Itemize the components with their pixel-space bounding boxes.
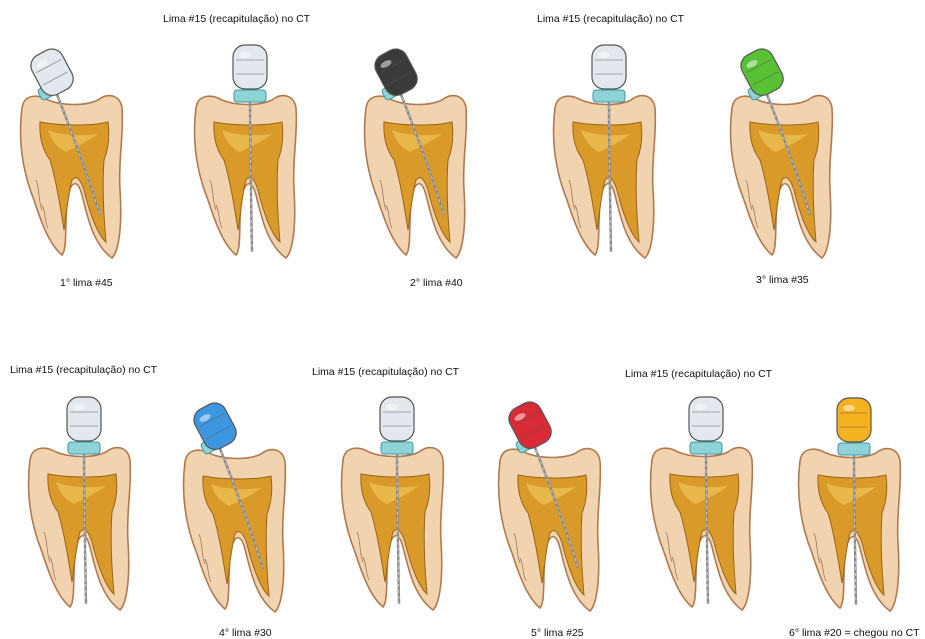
file-handle	[233, 45, 267, 89]
handle-body	[67, 397, 101, 441]
tooth-11-file-20	[790, 378, 910, 618]
recap-label-bottom-2: Lima #15 (recapitulação) no CT	[312, 366, 459, 378]
tooth-drawing	[731, 45, 833, 258]
handle-shine	[386, 404, 398, 410]
tooth-drawing	[651, 397, 753, 610]
tooth-5-file-35	[722, 22, 842, 265]
tooth-3-file-40	[356, 20, 476, 265]
tooth-8-recap	[333, 382, 453, 617]
step-5-label: 5° lima #25	[531, 627, 584, 639]
tooth-9-file-25	[490, 378, 610, 618]
step-1-label: 1° lima #45	[60, 277, 113, 289]
tooth-7-file-30	[175, 374, 295, 619]
tooth-drawing	[29, 397, 131, 610]
rubber-stop-ring	[381, 442, 413, 454]
tooth-drawing	[799, 398, 901, 611]
file-handle	[27, 45, 78, 100]
handle-shine	[695, 404, 707, 410]
handle-shine	[843, 405, 855, 411]
rubber-stop-ring	[234, 90, 266, 102]
handle-body	[371, 45, 422, 100]
file-handle	[505, 398, 556, 453]
handle-body	[380, 397, 414, 441]
recap-label-top-2: Lima #15 (recapitulação) no CT	[537, 13, 684, 25]
tooth-10-recap	[642, 382, 762, 617]
tooth-drawing	[184, 399, 286, 612]
tooth-drawing	[499, 398, 601, 611]
file-handle	[371, 45, 422, 100]
tooth-drawing	[554, 45, 656, 258]
recap-label-top-1: Lima #15 (recapitulação) no CT	[163, 13, 310, 25]
tooth-drawing	[21, 45, 123, 258]
tooth-drawing	[365, 45, 467, 258]
rubber-stop-ring	[838, 443, 870, 455]
step-3-label: 3° lima #35	[756, 274, 809, 286]
file-handle	[737, 45, 788, 100]
handle-shine	[239, 52, 251, 58]
file-handle	[592, 45, 626, 89]
file-handle	[837, 398, 871, 442]
rubber-stop-ring	[68, 442, 100, 454]
tooth-2-recap	[186, 30, 306, 265]
handle-body	[27, 45, 78, 100]
handle-shine	[598, 52, 610, 58]
tooth-4-recap	[545, 30, 665, 265]
step-4-label: 4° lima #30	[219, 627, 272, 639]
file-handle	[380, 397, 414, 441]
recap-label-bottom-3: Lima #15 (recapitulação) no CT	[625, 368, 772, 380]
file-handle	[67, 397, 101, 441]
handle-body	[737, 45, 788, 100]
step-2-label: 2° lima #40	[410, 277, 463, 289]
handle-body	[190, 399, 241, 454]
handle-body	[689, 397, 723, 441]
handle-body	[837, 398, 871, 442]
handle-body	[233, 45, 267, 89]
rubber-stop-ring	[690, 442, 722, 454]
rubber-stop-ring	[593, 90, 625, 102]
handle-body	[505, 398, 556, 453]
tooth-6-recap	[20, 382, 140, 617]
tooth-drawing	[342, 397, 444, 610]
recap-label-bottom-1: Lima #15 (recapitulação) no CT	[10, 364, 157, 376]
file-handle	[689, 397, 723, 441]
file-handle	[190, 399, 241, 454]
handle-body	[592, 45, 626, 89]
tooth-drawing	[195, 45, 297, 258]
step-6-label: 6° lima #20 = chegou no CT	[789, 627, 920, 639]
handle-shine	[73, 404, 85, 410]
tooth-1-file-45	[12, 30, 132, 265]
